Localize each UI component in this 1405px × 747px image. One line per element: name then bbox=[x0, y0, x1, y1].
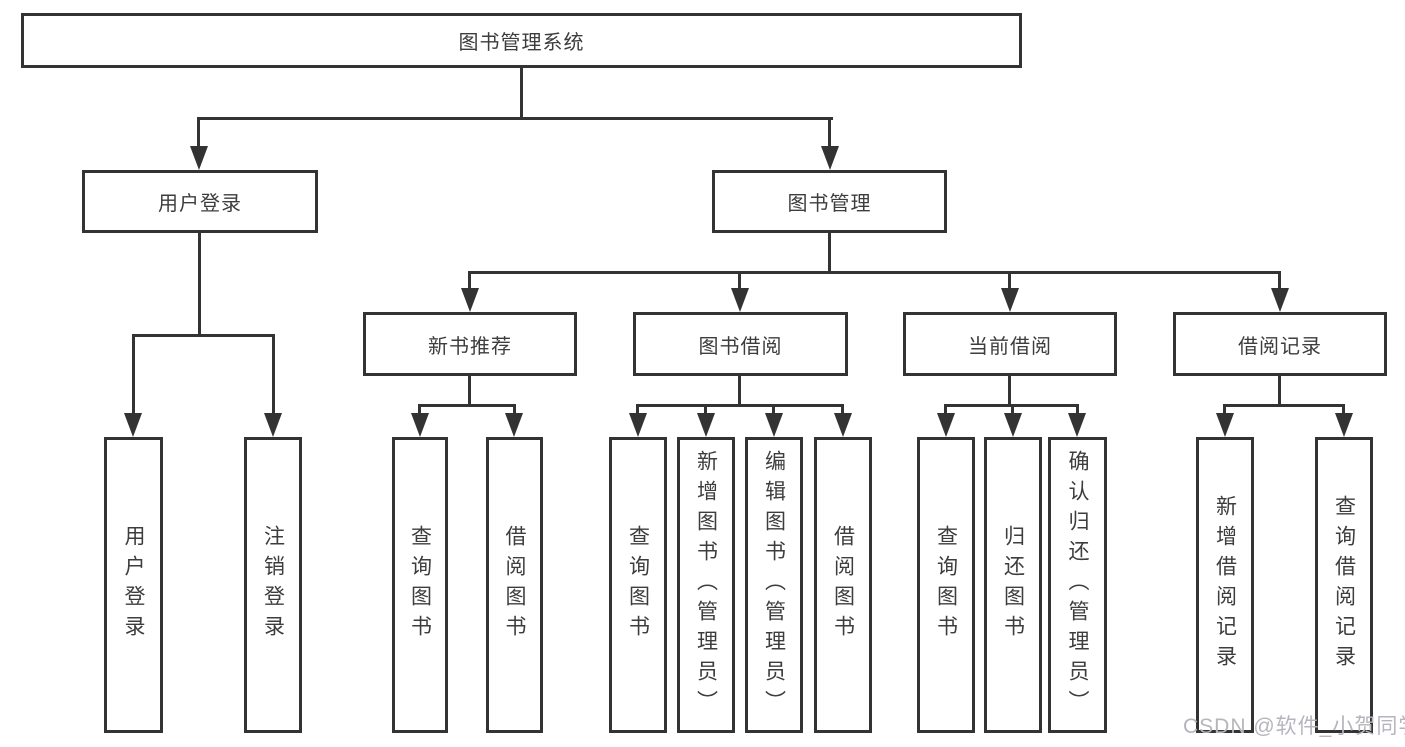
leaf-borrow-books-2: 借阅图书 bbox=[814, 437, 872, 733]
node-label: 查询图书 bbox=[626, 525, 650, 645]
node-label: 查询借阅记录 bbox=[1332, 495, 1356, 675]
arrow-down-icon bbox=[765, 413, 783, 437]
connector-line bbox=[1278, 376, 1281, 406]
leaf-add-books-admin: 新增图书（管理员） bbox=[677, 437, 735, 733]
connector-line bbox=[418, 404, 516, 407]
csdn-watermark: CSDN @软件_小贺同学 bbox=[1183, 715, 1405, 738]
connector-line bbox=[468, 271, 1281, 274]
node-borrowing-records: 借阅记录 bbox=[1173, 312, 1387, 376]
arrow-down-icon bbox=[1335, 413, 1353, 437]
leaf-add-borrow-record: 新增借阅记录 bbox=[1196, 437, 1254, 733]
arrow-down-icon bbox=[629, 413, 647, 437]
node-label: 用户登录 bbox=[122, 525, 145, 645]
connector-line bbox=[1008, 376, 1011, 406]
connector-line bbox=[513, 404, 516, 414]
arrow-down-icon bbox=[937, 413, 955, 437]
node-new-book-recommend: 新书推荐 bbox=[363, 312, 577, 376]
connector-line bbox=[828, 233, 831, 273]
connector-line bbox=[841, 404, 844, 414]
node-user-login: 用户登录 bbox=[82, 170, 318, 233]
leaf-confirm-return-admin: 确认归还（管理员） bbox=[1048, 437, 1107, 733]
leaf-borrow-books-1: 借阅图书 bbox=[486, 437, 543, 733]
arrow-down-icon bbox=[1271, 288, 1289, 312]
connector-line bbox=[272, 334, 275, 413]
arrow-down-icon bbox=[1001, 288, 1019, 312]
node-label: 新书推荐 bbox=[428, 335, 512, 358]
node-label: 图书管理 bbox=[787, 193, 872, 215]
arrow-down-icon bbox=[461, 288, 479, 312]
connector-line bbox=[738, 271, 741, 289]
connector-line bbox=[468, 271, 471, 289]
connector-line bbox=[132, 334, 135, 413]
node-label: 新增借阅记录 bbox=[1213, 495, 1237, 675]
node-label: 查询图书 bbox=[408, 525, 432, 645]
connector-line bbox=[704, 404, 707, 414]
arrow-down-icon bbox=[697, 413, 715, 437]
connector-line bbox=[132, 334, 275, 337]
connector-line bbox=[197, 117, 200, 146]
connector-line bbox=[1278, 271, 1281, 289]
leaf-query-books-3: 查询图书 bbox=[917, 437, 975, 733]
connector-line bbox=[520, 68, 523, 119]
connector-line bbox=[1342, 404, 1345, 414]
connector-line bbox=[468, 376, 471, 406]
connector-line bbox=[636, 404, 639, 414]
node-label: 编辑图书（管理员） bbox=[762, 450, 786, 720]
node-label: 查询图书 bbox=[934, 525, 958, 645]
arrow-down-icon bbox=[1216, 413, 1234, 437]
connector-line bbox=[738, 376, 741, 406]
arrow-down-icon bbox=[411, 413, 429, 437]
node-label: 确认归还（管理员） bbox=[1066, 450, 1089, 720]
node-book-management: 图书管理 bbox=[712, 170, 947, 233]
node-book-borrowing: 图书借阅 bbox=[633, 312, 848, 376]
connector-line bbox=[197, 117, 833, 120]
connector-line bbox=[198, 233, 201, 336]
arrow-down-icon bbox=[124, 413, 142, 437]
node-label: 图书借阅 bbox=[698, 335, 783, 358]
arrow-down-icon bbox=[505, 413, 523, 437]
arrow-down-icon bbox=[264, 413, 282, 437]
leaf-edit-books-admin: 编辑图书（管理员） bbox=[745, 437, 803, 733]
connector-line bbox=[1223, 404, 1345, 407]
node-label: 借阅记录 bbox=[1238, 335, 1322, 358]
node-label: 借阅图书 bbox=[503, 525, 526, 645]
connector-line bbox=[1076, 404, 1079, 414]
arrow-down-icon bbox=[190, 146, 208, 170]
connector-line bbox=[828, 117, 831, 146]
connector-line bbox=[944, 404, 947, 414]
leaf-user-login: 用户登录 bbox=[104, 437, 163, 733]
node-label: 归还图书 bbox=[1001, 525, 1025, 645]
connector-line bbox=[636, 404, 844, 407]
arrow-down-icon bbox=[821, 146, 839, 170]
leaf-logout: 注销登录 bbox=[244, 437, 302, 733]
connector-line bbox=[1008, 271, 1011, 289]
leaf-return-books: 归还图书 bbox=[984, 437, 1042, 733]
node-label: 图书管理系统 bbox=[458, 32, 585, 54]
node-label: 借阅图书 bbox=[831, 525, 855, 645]
leaf-query-books-1: 查询图书 bbox=[392, 437, 448, 733]
arrow-down-icon bbox=[1068, 413, 1086, 437]
leaf-query-borrow-record: 查询借阅记录 bbox=[1315, 437, 1373, 733]
connector-line bbox=[1223, 404, 1226, 414]
leaf-query-books-2: 查询图书 bbox=[609, 437, 667, 733]
arrow-down-icon bbox=[1004, 413, 1022, 437]
node-label: 新增图书（管理员） bbox=[694, 450, 718, 720]
node-library-management-system: 图书管理系统 bbox=[21, 13, 1022, 68]
node-label: 注销登录 bbox=[261, 525, 285, 645]
arrow-down-icon bbox=[834, 413, 852, 437]
connector-line bbox=[418, 404, 421, 414]
node-label: 用户登录 bbox=[158, 193, 242, 215]
node-label: 当前借阅 bbox=[968, 335, 1052, 358]
arrow-down-icon bbox=[731, 288, 749, 312]
node-current-borrowing: 当前借阅 bbox=[903, 312, 1117, 376]
connector-line bbox=[772, 404, 775, 414]
connector-line bbox=[1011, 404, 1014, 414]
